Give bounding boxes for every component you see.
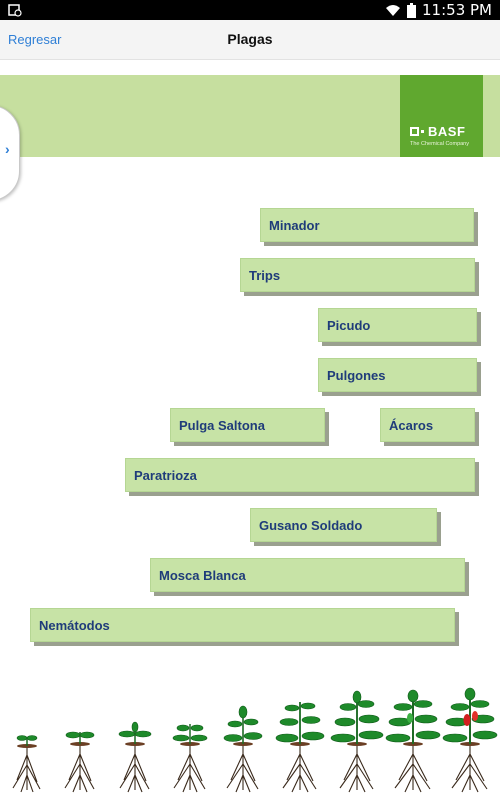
- nav-bar: Regresar Plagas: [0, 20, 500, 60]
- basf-logo-tagline: The Chemical Company: [410, 141, 469, 147]
- plant-growth-illustration: [12, 687, 498, 793]
- battery-icon: [407, 2, 417, 18]
- back-button[interactable]: Regresar: [8, 32, 62, 47]
- pest-button-pulgones[interactable]: Pulgones: [318, 358, 477, 392]
- pest-button-nematodos[interactable]: Nemátodos: [30, 608, 455, 642]
- pest-button-pulga-saltona[interactable]: Pulga Saltona: [170, 408, 325, 442]
- pest-button-mosca-blanca[interactable]: Mosca Blanca: [150, 558, 465, 592]
- pest-button-acaros[interactable]: Ácaros: [380, 408, 475, 442]
- basf-logo: BASF The Chemical Company: [400, 75, 483, 157]
- pest-button-trips[interactable]: Trips: [240, 258, 475, 292]
- pest-button-picudo[interactable]: Picudo: [318, 308, 477, 342]
- page-title: Plagas: [227, 31, 273, 47]
- header-banner: BASF The Chemical Company: [0, 75, 500, 157]
- basf-logo-mark: [410, 127, 419, 136]
- status-time: 11:53 PM: [422, 1, 492, 19]
- status-bar: 11:53 PM: [0, 0, 500, 20]
- basf-logo-text: BASF: [428, 124, 466, 139]
- pest-button-gusano-soldado[interactable]: Gusano Soldado: [250, 508, 437, 542]
- wifi-icon: [386, 5, 401, 16]
- pest-button-minador[interactable]: Minador: [260, 208, 474, 242]
- notification-icon: [8, 4, 22, 17]
- chevron-right-icon: ›: [5, 141, 10, 157]
- pest-button-paratrioza[interactable]: Paratrioza: [125, 458, 475, 492]
